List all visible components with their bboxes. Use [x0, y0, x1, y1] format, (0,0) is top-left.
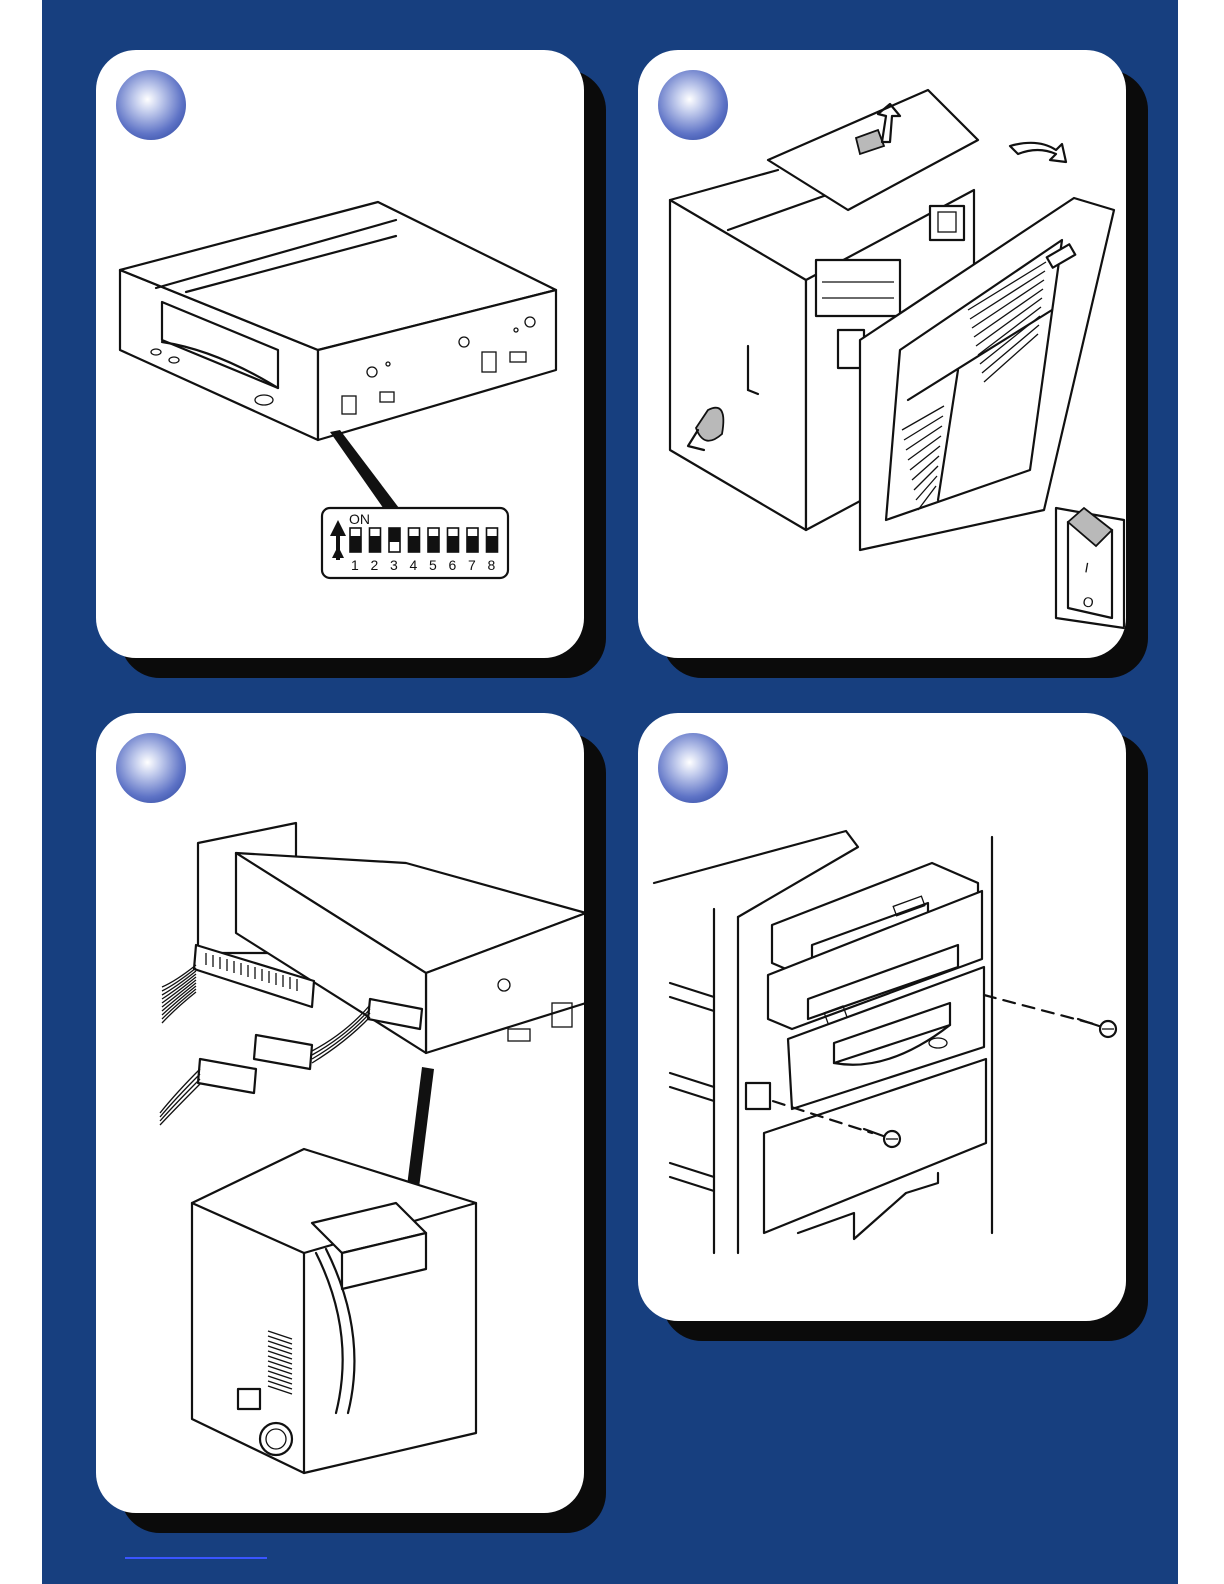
dip-switch-lever-7 [467, 536, 478, 552]
computer-bezel-illustration: I O [638, 50, 1126, 658]
panel-4 [638, 713, 1126, 1321]
dip-switch-number: 7 [468, 557, 476, 573]
footer-link-line [125, 1557, 267, 1559]
dip-switch-number: 5 [429, 557, 437, 573]
dip-switch-number: 3 [390, 557, 398, 573]
dip-switch-lever-3 [389, 528, 400, 542]
screw-icon [864, 1129, 900, 1147]
dip-switch-lever-1 [350, 536, 361, 552]
dip-on-label: ON [349, 511, 370, 527]
dip-switch-lever-6 [448, 536, 459, 552]
drive-mounting-illustration [638, 713, 1126, 1321]
dip-switch-number: 4 [410, 557, 418, 573]
curved-arrow-icon [1010, 143, 1066, 162]
panel-2: I O [638, 50, 1126, 658]
dip-switch-number: 2 [371, 557, 379, 573]
dip-switch-number: 6 [449, 557, 457, 573]
screw-icon [1078, 1019, 1116, 1037]
dip-switch-lever-4 [409, 536, 420, 552]
panel-3 [96, 713, 584, 1513]
cable-connection-illustration [96, 713, 584, 1513]
dip-switch-lever-8 [487, 536, 498, 552]
dip-switch-number: 8 [488, 557, 496, 573]
dip-switch-number: 1 [351, 557, 359, 573]
dip-switch-lever-5 [428, 536, 439, 552]
dip-switch-lever-2 [370, 536, 381, 552]
